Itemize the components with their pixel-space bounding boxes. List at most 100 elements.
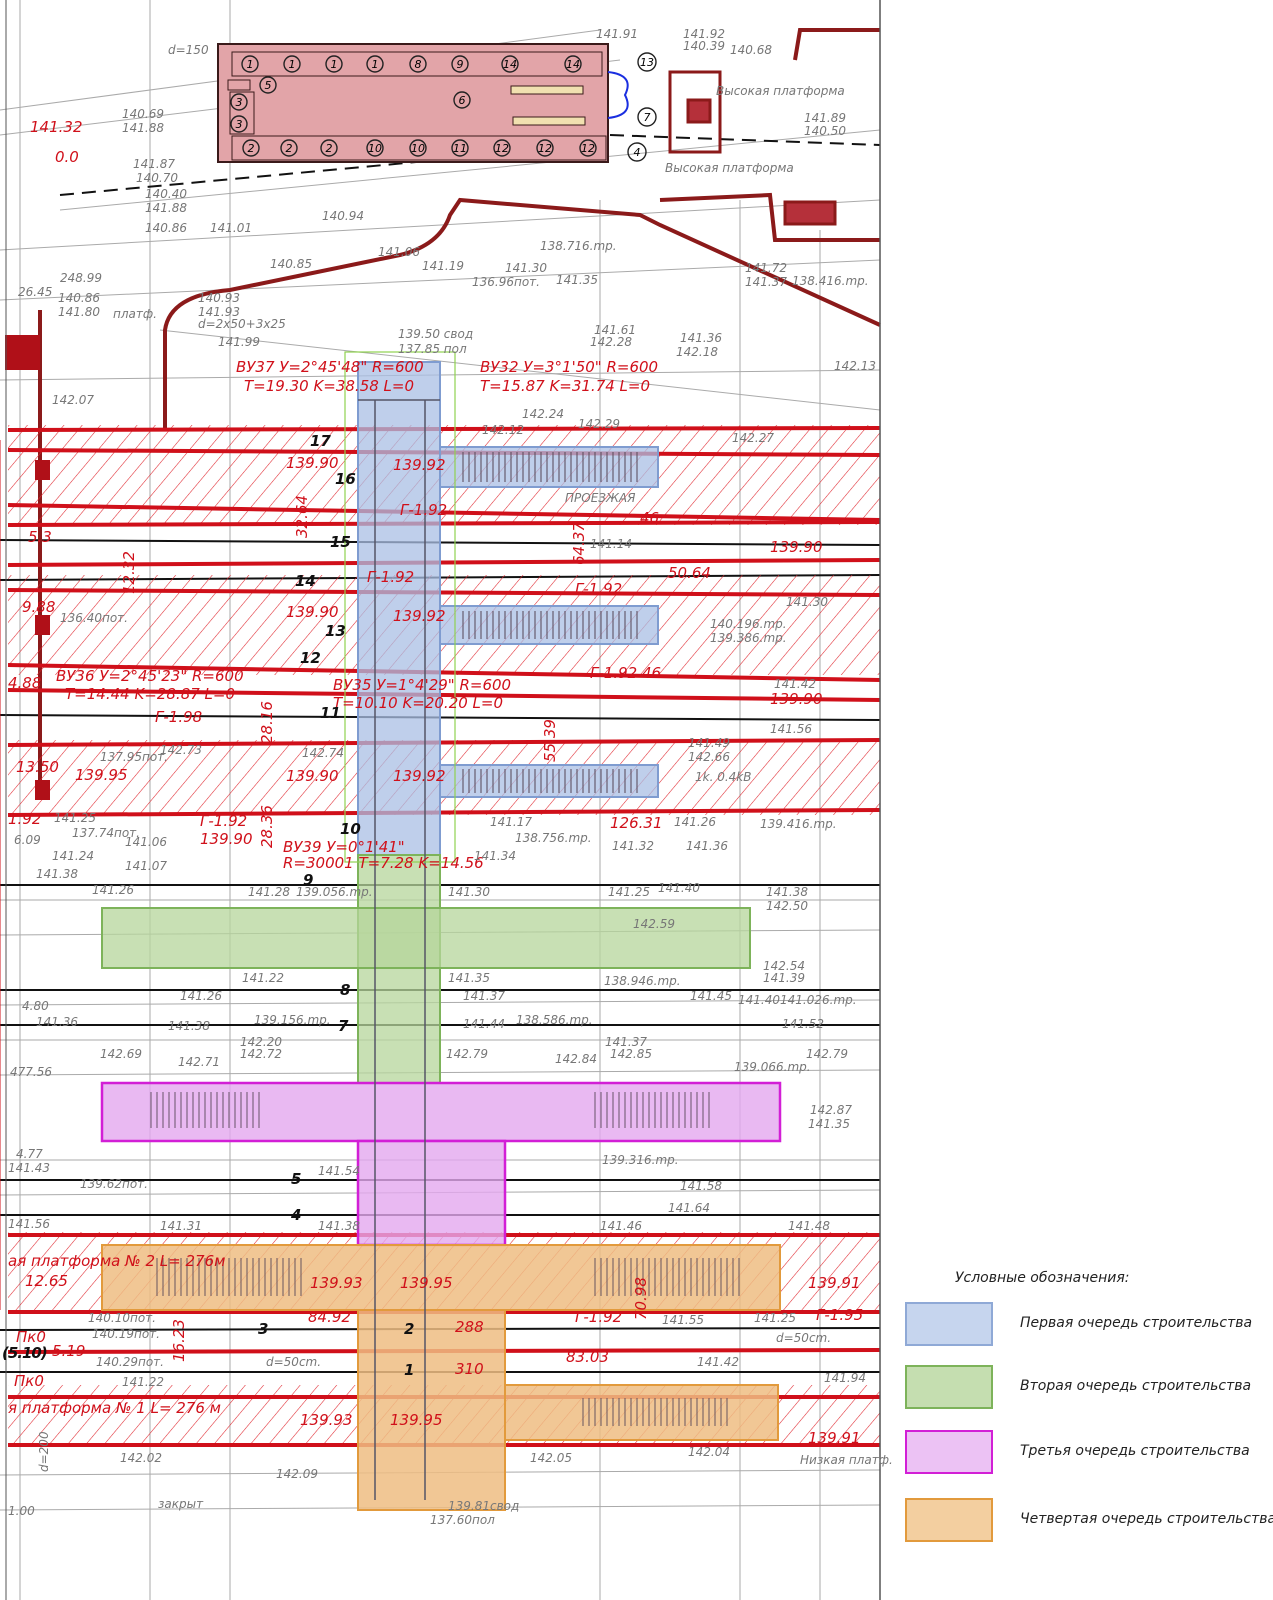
svg-text:141.37: 141.37: [745, 275, 787, 289]
svg-text:Низкая платф.: Низкая платф.: [800, 1453, 893, 1467]
svg-text:139.92: 139.92: [393, 607, 446, 625]
svg-text:2: 2: [404, 1320, 414, 1338]
svg-text:142.18: 142.18: [676, 345, 718, 359]
svg-text:d=50cm.: d=50cm.: [776, 1331, 831, 1345]
svg-text:46: 46: [642, 664, 661, 682]
svg-text:141.17: 141.17: [490, 815, 532, 829]
svg-text:137.74пот.: 137.74пот.: [72, 826, 140, 840]
svg-text:139.91: 139.91: [808, 1429, 861, 1447]
svg-text:142.28: 142.28: [590, 335, 632, 349]
legend-item-phase-1: Первая очередь строительства: [905, 1302, 1273, 1346]
svg-text:11: 11: [453, 142, 467, 155]
svg-text:248.99: 248.99: [60, 271, 102, 285]
svg-text:12.65: 12.65: [25, 1272, 68, 1290]
room-marker: 12: [493, 139, 511, 157]
svg-text:142.74: 142.74: [302, 746, 344, 760]
svg-text:T=14.44 K=28.87 L=0: T=14.44 K=28.87 L=0: [65, 685, 235, 703]
svg-text:ая платформа № 2 L= 276м: ая платформа № 2 L= 276м: [8, 1252, 225, 1270]
svg-text:139.156.mp.: 139.156.mp.: [254, 1013, 331, 1027]
svg-text:141.93: 141.93: [198, 305, 240, 319]
svg-text:141.35: 141.35: [808, 1117, 850, 1131]
svg-text:142.87: 142.87: [810, 1103, 852, 1117]
svg-text:T=15.87 K=31.74 L=0: T=15.87 K=31.74 L=0: [480, 377, 650, 395]
svg-text:Г-1.92: Г-1.92: [400, 501, 447, 519]
svg-text:141.25: 141.25: [608, 885, 650, 899]
svg-text:141.92: 141.92: [683, 27, 725, 41]
svg-text:10: 10: [368, 142, 382, 155]
svg-text:141.58: 141.58: [680, 1179, 722, 1193]
legend-item-phase-3: Третья очередь строительства: [905, 1430, 1273, 1474]
room-marker: 12: [536, 139, 554, 157]
svg-text:Г-1.92: Г-1.92: [367, 568, 414, 586]
svg-text:140.70: 140.70: [136, 171, 178, 185]
room-marker: 7: [637, 107, 657, 127]
legend-label: Первая очередь строительства: [1020, 1315, 1253, 1331]
svg-text:141.38: 141.38: [36, 867, 78, 881]
svg-text:46: 46: [640, 509, 659, 527]
svg-text:83.03: 83.03: [566, 1348, 609, 1366]
svg-text:141.28: 141.28: [248, 885, 290, 899]
svg-text:141.25: 141.25: [754, 1311, 796, 1325]
legend-label: Третья очередь строительства: [1020, 1443, 1250, 1459]
svg-text:288: 288: [455, 1318, 484, 1336]
svg-text:139.056.mp.: 139.056.mp.: [296, 885, 373, 899]
svg-text:141.36: 141.36: [680, 331, 722, 345]
svg-text:закрыт: закрыт: [158, 1497, 204, 1511]
svg-text:141.026.mp.: 141.026.mp.: [780, 993, 857, 1007]
svg-text:Высокая платформа: Высокая платформа: [665, 161, 794, 175]
track-numbers: 17 16 15 14 13 12 11 10 9 8 7 5 4 3 2 1: [258, 432, 414, 1379]
escalator-phase-3-right: [590, 1092, 710, 1128]
svg-text:142.73: 142.73: [160, 743, 202, 757]
svg-text:141.01: 141.01: [210, 221, 252, 235]
svg-text:140.10пот.: 140.10пот.: [88, 1311, 156, 1325]
svg-text:141.56: 141.56: [8, 1217, 50, 1231]
room-marker: 4: [627, 142, 647, 162]
svg-text:0.0: 0.0: [55, 148, 79, 166]
svg-text:137.60пол: 137.60пол: [430, 1513, 495, 1527]
outline-guide: [344, 351, 456, 863]
left-signal-blocks: [5, 335, 50, 800]
svg-text:3: 3: [258, 1320, 268, 1338]
svg-text:Г-1.98: Г-1.98: [155, 708, 202, 726]
svg-text:142.13: 142.13: [834, 359, 876, 373]
legend-title: Условные обозначения:: [955, 1270, 1130, 1286]
svg-text:2: 2: [326, 142, 333, 155]
svg-text:12: 12: [538, 142, 552, 155]
svg-text:6.09: 6.09: [14, 833, 41, 847]
svg-text:139.95: 139.95: [400, 1274, 453, 1292]
svg-text:9: 9: [303, 871, 313, 889]
svg-text:141.55: 141.55: [662, 1313, 704, 1327]
svg-text:11: 11: [320, 704, 341, 722]
svg-text:ВУ37 У=2°45'48" R=600: ВУ37 У=2°45'48" R=600: [236, 358, 424, 376]
legend-item-phase-2: Вторая очередь строительства: [905, 1365, 1273, 1409]
svg-text:142.69: 142.69: [100, 1047, 142, 1061]
legend-swatch-orange: [905, 1498, 993, 1542]
svg-text:5.3: 5.3: [28, 528, 52, 546]
svg-text:138.946.mp.: 138.946.mp.: [604, 974, 681, 988]
svg-text:139.90: 139.90: [286, 454, 339, 472]
svg-text:141.30: 141.30: [505, 261, 547, 275]
svg-text:140.196.mp.: 140.196.mp.: [710, 617, 787, 631]
escalator-phase-4-right: [590, 1258, 740, 1296]
escalator-phase-4-lower: [580, 1398, 730, 1426]
svg-text:139.93: 139.93: [310, 1274, 363, 1292]
svg-text:141.30: 141.30: [786, 595, 828, 609]
svg-text:142.05: 142.05: [530, 1451, 572, 1465]
svg-text:84.92: 84.92: [308, 1308, 351, 1326]
svg-text:13.50: 13.50: [16, 758, 59, 776]
svg-text:138.716.mp.: 138.716.mp.: [540, 239, 617, 253]
svg-text:140.93: 140.93: [198, 291, 240, 305]
room-marker: 11: [451, 139, 469, 157]
shaft-structure: [358, 399, 440, 1500]
svg-text:26.45: 26.45: [18, 285, 52, 299]
svg-text:142.20: 142.20: [240, 1035, 282, 1049]
svg-text:141.39: 141.39: [763, 971, 805, 985]
svg-text:141.35: 141.35: [556, 273, 598, 287]
svg-text:141.54: 141.54: [318, 1164, 360, 1178]
svg-text:3: 3: [236, 96, 243, 109]
svg-text:141.99: 141.99: [218, 335, 260, 349]
svg-text:платф.: платф.: [113, 307, 157, 321]
room-marker: 14: [564, 55, 582, 73]
svg-text:142.12: 142.12: [482, 423, 524, 437]
svg-text:142.02: 142.02: [120, 1451, 162, 1465]
